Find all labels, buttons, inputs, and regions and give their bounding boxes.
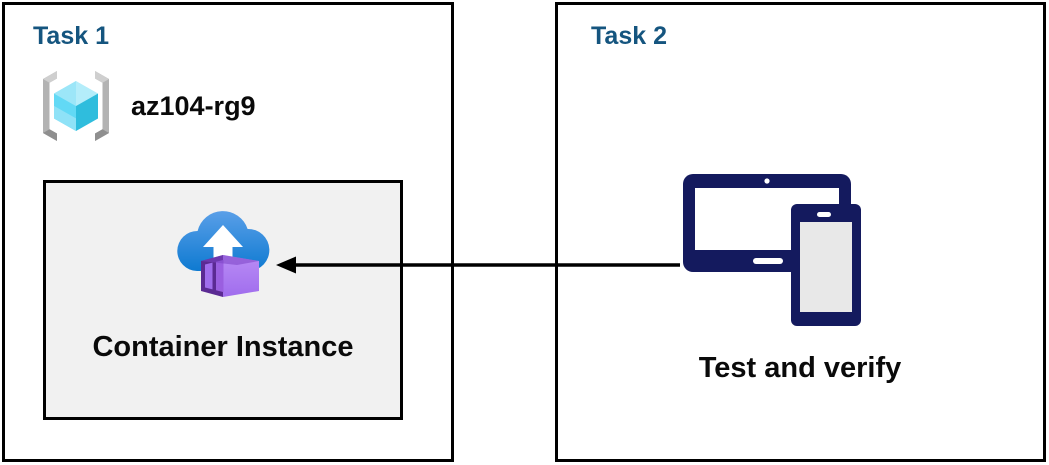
task-1-panel: Task 1 az104-r: [2, 2, 454, 462]
azure-container-instance-icon: [177, 211, 270, 297]
azure-resource-group-icon: [43, 71, 109, 141]
container-instance-card: Container Instance: [43, 180, 403, 420]
test-and-verify-label: Test and verify: [698, 352, 902, 384]
resource-group-row: az104-rg9: [35, 67, 256, 145]
task-1-title: Task 1: [33, 22, 109, 50]
container-instance-label: Container Instance: [92, 331, 354, 363]
devices-tablet-phone-icon: [683, 174, 861, 326]
task-2-title: Task 2: [591, 22, 667, 50]
resource-group-label: az104-rg9: [131, 90, 256, 121]
